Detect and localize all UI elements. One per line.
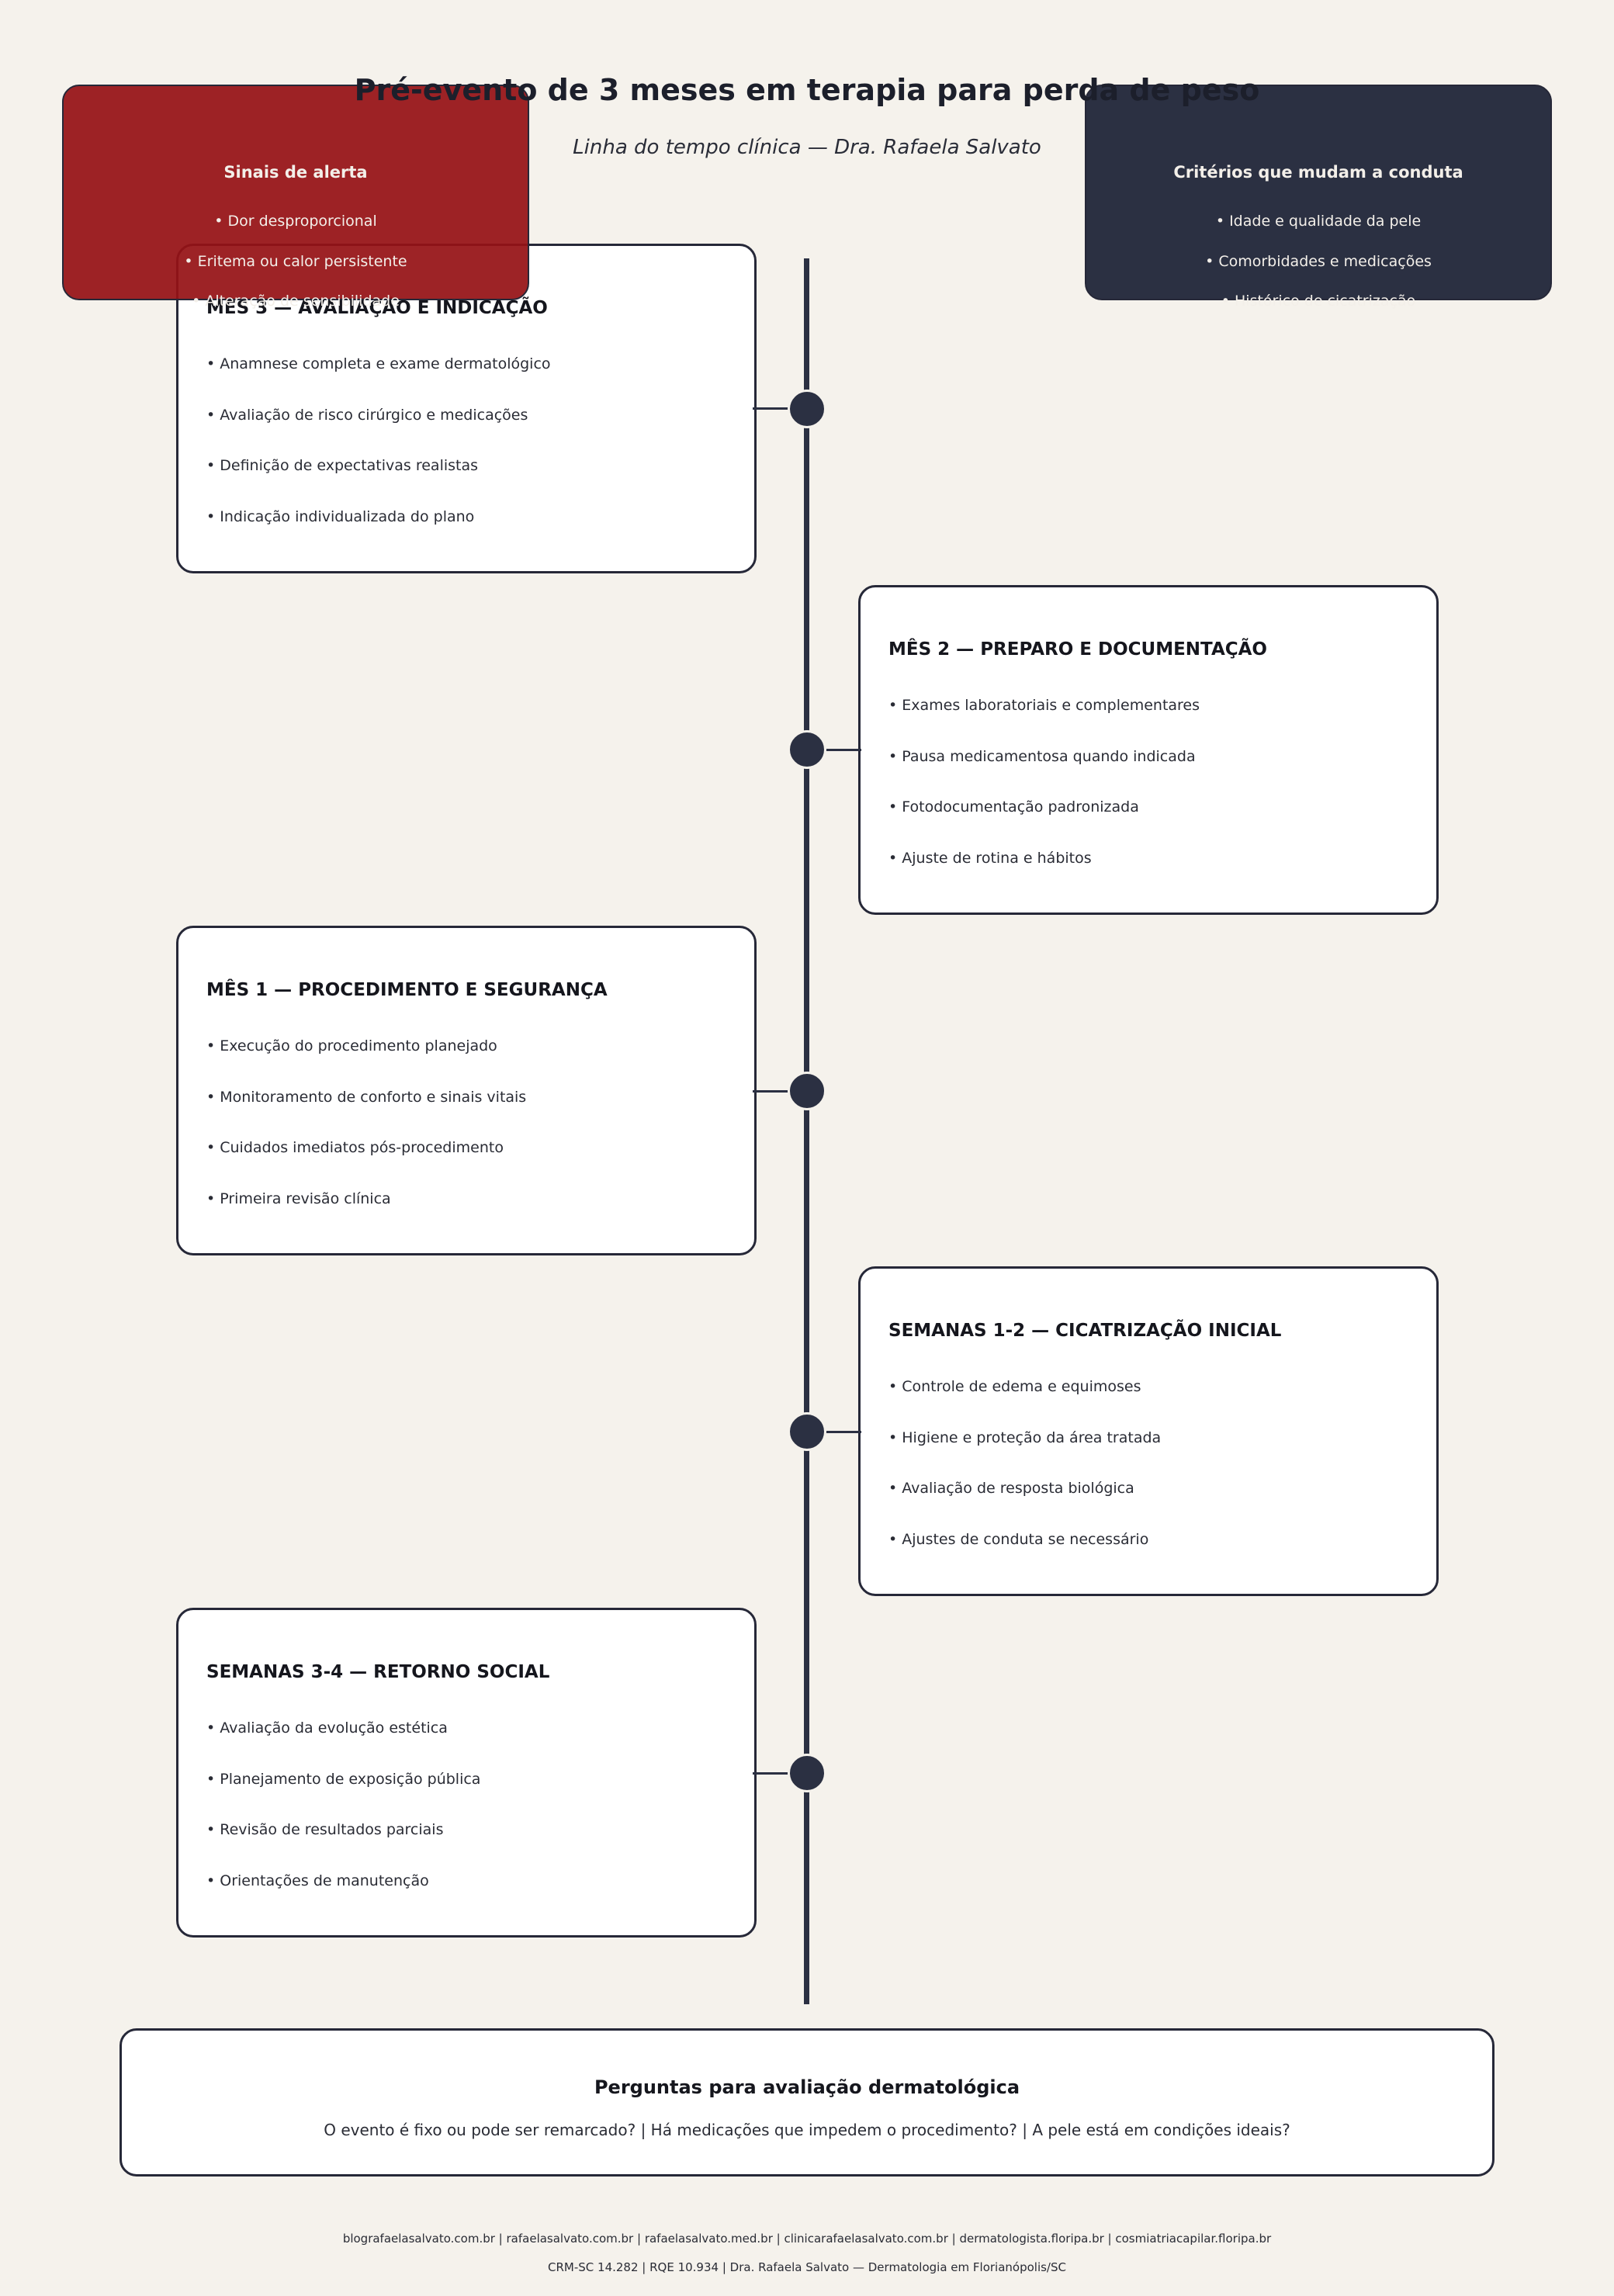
timeline-line xyxy=(804,258,809,2004)
card-item: • Ajuste de rotina e hábitos xyxy=(888,850,1092,867)
timeline-card-month-1: MÊS 1 — PROCEDIMENTO E SEGURANÇA • Execu… xyxy=(176,926,757,1255)
page-title: Pré-evento de 3 meses em terapia para pe… xyxy=(354,73,1260,107)
card-item: • Indicação individualizada do plano xyxy=(206,508,475,525)
card-item: • Planejamento de exposição pública xyxy=(206,1771,481,1788)
timeline-card-weeks-1-2: SEMANAS 1-2 — CICATRIZAÇÃO INICIAL • Con… xyxy=(858,1266,1439,1596)
card-title: MÊS 1 — PROCEDIMENTO E SEGURANÇA xyxy=(206,980,608,1000)
alert-item: • Eritema ou calor persistente xyxy=(184,253,407,270)
card-item: • Avaliação de resposta biológica xyxy=(888,1480,1134,1497)
timeline-marker xyxy=(788,730,826,769)
timeline-marker xyxy=(788,390,826,428)
footer-credits: CRM-SC 14.282 | RQE 10.934 | Dra. Rafael… xyxy=(548,2260,1066,2274)
questions-box: Perguntas para avaliação dermatológica O… xyxy=(119,2028,1495,2177)
card-item: • Higiene e proteção da área tratada xyxy=(888,1429,1162,1446)
timeline-card-month-2: MÊS 2 — PREPARO E DOCUMENTAÇÃO • Exames … xyxy=(858,585,1439,915)
card-item: • Avaliação da evolução estética xyxy=(206,1719,448,1737)
questions-title: Perguntas para avaliação dermatológica xyxy=(594,2076,1020,2098)
questions-text: O evento é fixo ou pode ser remarcado? |… xyxy=(324,2121,1290,2139)
card-title: MÊS 2 — PREPARO E DOCUMENTAÇÃO xyxy=(888,639,1267,660)
card-item: • Monitoramento de conforto e sinais vit… xyxy=(206,1089,527,1106)
timeline-connector xyxy=(753,1090,807,1093)
timeline-connector xyxy=(753,407,807,410)
card-item: • Execução do procedimento planejado xyxy=(206,1037,497,1054)
card-title: SEMANAS 1-2 — CICATRIZAÇÃO INICIAL xyxy=(888,1321,1282,1341)
alert-item: • Dor desproporcional xyxy=(214,213,377,230)
card-item: • Revisão de resultados parciais xyxy=(206,1821,444,1838)
card-title: MÊS 3 — AVALIAÇÃO E INDICAÇÃO xyxy=(206,298,548,318)
page-subtitle: Linha do tempo clínica — Dra. Rafaela Sa… xyxy=(573,136,1041,159)
card-item: • Primeira revisão clínica xyxy=(206,1190,391,1207)
card-title: SEMANAS 3-4 — RETORNO SOCIAL xyxy=(206,1662,550,1682)
timeline-connector xyxy=(807,749,861,751)
footer-links: blografaelasalvato.com.br | rafaelasalva… xyxy=(342,2232,1272,2246)
card-item: • Fotodocumentação padronizada xyxy=(888,798,1139,816)
timeline-marker xyxy=(788,1412,826,1451)
alert-box-title: Sinais de alerta xyxy=(223,163,368,182)
card-item: • Ajustes de conduta se necessário xyxy=(888,1531,1149,1548)
card-item: • Orientações de manutenção xyxy=(206,1872,429,1889)
timeline-marker xyxy=(788,1072,826,1110)
timeline-connector xyxy=(807,1431,861,1433)
card-item: • Definição de expectativas realistas xyxy=(206,457,479,474)
timeline-marker xyxy=(788,1754,826,1792)
card-item: • Controle de edema e equimoses xyxy=(888,1378,1141,1395)
criteria-box: Critérios que mudam a conduta • Idade e … xyxy=(1085,85,1552,310)
card-item: • Anamnese completa e exame dermatológic… xyxy=(206,355,551,372)
card-item: • Avaliação de risco cirúrgico e medicaç… xyxy=(206,407,528,424)
criteria-box-title: Critérios que mudam a conduta xyxy=(1173,163,1463,182)
alert-item: • Alteração de sensibilidade xyxy=(192,293,400,310)
criteria-item: • Comorbidades e medicações xyxy=(1205,253,1432,270)
card-item: • Pausa medicamentosa quando indicada xyxy=(888,748,1196,765)
criteria-item: • Histórico de cicatrização xyxy=(1221,293,1416,310)
card-item: • Cuidados imediatos pós-procedimento xyxy=(206,1139,504,1156)
alert-signs-box: Sinais de alerta • Dor desproporcional •… xyxy=(62,85,529,310)
criteria-item: • Idade e qualidade da pele xyxy=(1215,213,1422,230)
timeline-card-weeks-3-4: SEMANAS 3-4 — RETORNO SOCIAL • Avaliação… xyxy=(176,1608,757,1938)
card-item: • Exames laboratoriais e complementares xyxy=(888,697,1200,714)
timeline-connector xyxy=(753,1772,807,1775)
